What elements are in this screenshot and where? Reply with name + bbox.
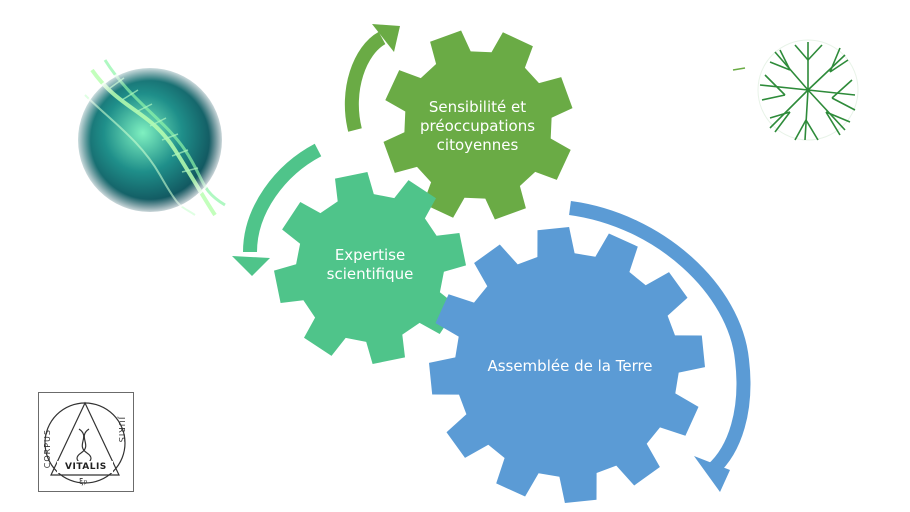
logo-emblem xyxy=(44,401,126,484)
label-expertise-line-2: scientifique xyxy=(326,265,414,283)
arrow-teal-head xyxy=(232,256,270,276)
logo-bottom-word: VITALIS xyxy=(65,462,107,472)
dna-sphere-icon xyxy=(76,59,226,217)
logo-left-word: CORPUS xyxy=(43,429,52,469)
label-sensibilite-line-2: préoccupations xyxy=(419,117,536,135)
arrow-blue-down xyxy=(569,201,751,476)
logo-glyph: ξ𝔭 xyxy=(79,477,88,486)
label-assemblee: Assemblée de la Terre xyxy=(470,357,670,376)
gear-expertise xyxy=(274,172,466,364)
tree-roots-icon xyxy=(732,39,859,141)
label-assemblee-line-1: Assemblée de la Terre xyxy=(487,357,653,375)
label-sensibilite: Sensibilité et préoccupations citoyennes xyxy=(410,98,545,155)
arrow-green-up xyxy=(344,31,386,132)
arrow-green-head xyxy=(372,24,400,52)
label-sensibilite-line-1: Sensibilité et xyxy=(428,98,527,116)
logo-right-word: JURIS xyxy=(117,417,126,444)
arrow-blue-head xyxy=(694,456,730,492)
corpus-juris-vitalis-logo: CORPUS JURIS VITALIS ξ𝔭 xyxy=(38,392,134,492)
gear-assemblee xyxy=(429,227,705,503)
label-expertise-line-1: Expertise xyxy=(334,246,406,264)
gear-sensibilite xyxy=(383,30,573,220)
label-expertise: Expertise scientifique xyxy=(305,246,435,284)
label-sensibilite-line-3: citoyennes xyxy=(436,136,519,154)
arrow-teal-down xyxy=(243,143,322,253)
